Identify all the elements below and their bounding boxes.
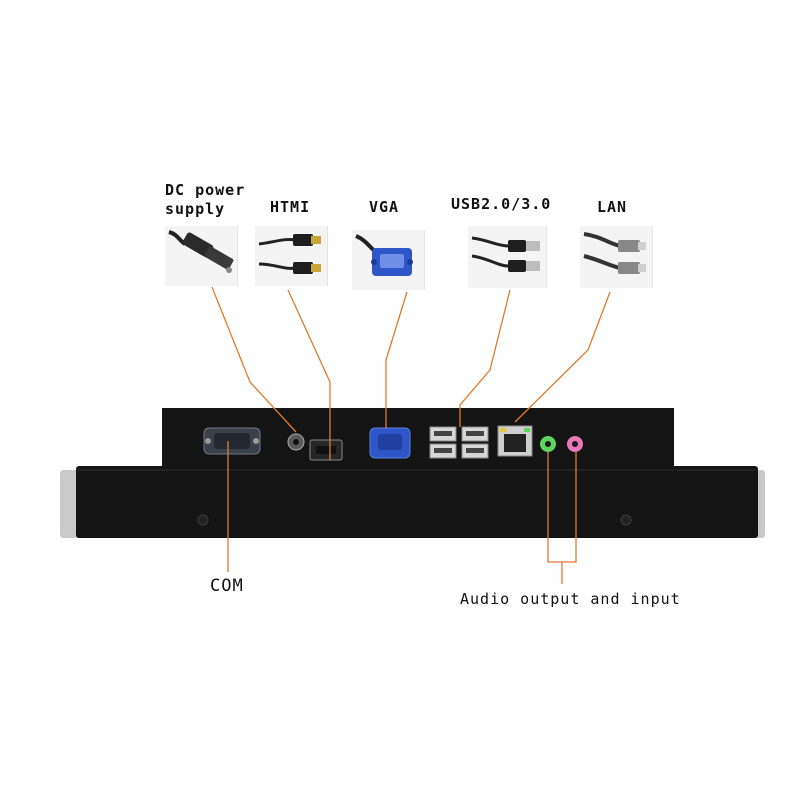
dc-power-cable-thumbnail bbox=[165, 226, 238, 286]
vga-label: VGA bbox=[369, 198, 400, 216]
leader-line-hdmi bbox=[287, 289, 331, 460]
device-body bbox=[76, 466, 758, 538]
usb-cable-thumbnail bbox=[468, 226, 547, 288]
usb-ports-icon bbox=[429, 426, 489, 459]
dc-power-label-line2: supply bbox=[165, 200, 226, 218]
lan-port-icon bbox=[497, 425, 533, 457]
audio-input-jack-icon bbox=[567, 436, 583, 452]
com-port-icon bbox=[203, 427, 261, 455]
leader-line-lan bbox=[514, 291, 611, 423]
usb-label: USB2.0/3.0 bbox=[451, 195, 552, 213]
screw-left-icon bbox=[197, 514, 209, 526]
vga-cable-thumbnail bbox=[352, 230, 425, 290]
vga-port-icon bbox=[369, 427, 411, 459]
com-label: COM bbox=[210, 576, 244, 596]
leader-line-usb bbox=[459, 289, 511, 427]
screw-right-icon bbox=[620, 514, 632, 526]
hdmi-label: HTMI bbox=[270, 198, 311, 216]
hdmi-cable-thumbnail bbox=[255, 226, 328, 286]
audio-label: Audio output and input bbox=[460, 590, 681, 608]
audio-output-jack-icon bbox=[540, 436, 556, 452]
leader-line-vga bbox=[385, 291, 408, 428]
dc-power-label-line1: DC power bbox=[165, 181, 246, 199]
device-panel bbox=[60, 408, 765, 538]
lan-cable-thumbnail bbox=[580, 226, 653, 288]
dc-power-port-icon bbox=[287, 433, 305, 451]
lan-label: LAN bbox=[597, 198, 628, 216]
leader-line-dc-power bbox=[211, 286, 297, 433]
hdmi-port-icon bbox=[309, 439, 343, 461]
